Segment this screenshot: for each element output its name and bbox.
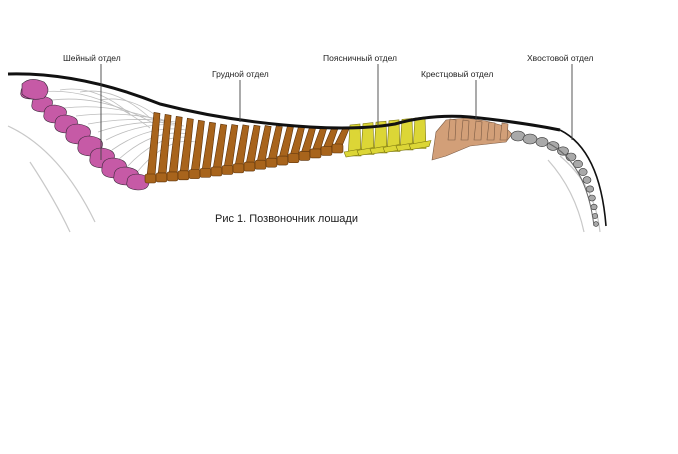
thoracic-vertebral-body (221, 165, 234, 175)
caudal-vertebra (565, 152, 577, 162)
label-caudal: Хвостовой отдел (527, 53, 593, 63)
callout-lines (100, 64, 573, 160)
thoracic-vertebral-body (276, 155, 289, 166)
lumbar-vertebra (347, 123, 362, 157)
caudal-vertebra (535, 137, 549, 147)
thoracic-vertebral-body (144, 173, 157, 184)
thoracic-vertebral-body (265, 157, 278, 168)
sacral-spinous-process (486, 121, 496, 141)
sacral-spinous-process (460, 119, 470, 141)
lumbar-transverse-process (408, 140, 432, 150)
lumbar-vertebrae (343, 116, 432, 158)
sacral-vertebrae (431, 117, 513, 161)
ligament-fibre (79, 90, 151, 119)
caudal-vertebra (588, 194, 596, 202)
sacral-spinous-process (473, 120, 483, 141)
thoracic-spinous-process (201, 121, 216, 171)
cervical-vertebra (21, 79, 49, 100)
lumbar-vertebra (373, 120, 388, 154)
ligament-fibre (75, 113, 173, 123)
caudal-vertebra (582, 176, 592, 184)
ligament-fibre (105, 124, 185, 141)
label-cervical: Шейный отдел (63, 53, 121, 63)
thoracic-vertebrae (144, 112, 350, 184)
thoracic-vertebral-body (298, 151, 311, 161)
cervical-vertebrae (20, 79, 150, 191)
thoracic-spinous-process (157, 114, 172, 176)
thoracic-vertebral-body (232, 163, 245, 174)
thoracic-vertebral-body (210, 166, 223, 177)
thoracic-vertebral-body (166, 171, 179, 182)
thoracic-vertebral-body (254, 159, 267, 170)
thoracic-vertebral-body (331, 143, 344, 154)
caudal-vertebra (522, 133, 538, 145)
sacral-spinous-process (499, 122, 509, 141)
ligament-fibre (59, 88, 131, 115)
label-thoracic: Грудной отдел (212, 69, 269, 79)
lumbar-vertebra (360, 122, 375, 155)
caudal-vertebra (573, 159, 583, 169)
lumbar-vertebra (386, 119, 401, 152)
label-sacral: Крестцовый отдел (421, 69, 493, 79)
body-contour (7, 125, 601, 233)
thoracic-spinous-process (190, 119, 205, 172)
figure-caption: Рис 1. Позвоночник лошади (215, 213, 358, 225)
back-outline (7, 72, 607, 227)
sacral-spinous-process (447, 118, 457, 141)
thoracic-vertebral-body (243, 161, 256, 172)
thoracic-vertebral-body (320, 146, 333, 156)
label-lumbar: Поясничный отдел (323, 53, 397, 63)
ligament-fibre (97, 121, 181, 133)
caudal-vertebrae (510, 130, 599, 227)
thoracic-spinous-process (179, 117, 194, 174)
thoracic-vertebral-body (309, 148, 322, 159)
thoracic-vertebral-body (177, 170, 190, 181)
thoracic-vertebral-body (188, 169, 201, 179)
caudal-vertebra (578, 168, 588, 176)
caudal-vertebra (590, 203, 598, 211)
thoracic-vertebral-body (199, 168, 212, 178)
caudal-vertebra (585, 185, 594, 193)
thoracic-vertebral-body (287, 153, 300, 164)
caudal-vertebra (557, 146, 569, 156)
thoracic-vertebral-body (155, 172, 168, 183)
lumbar-vertebra (399, 118, 414, 151)
